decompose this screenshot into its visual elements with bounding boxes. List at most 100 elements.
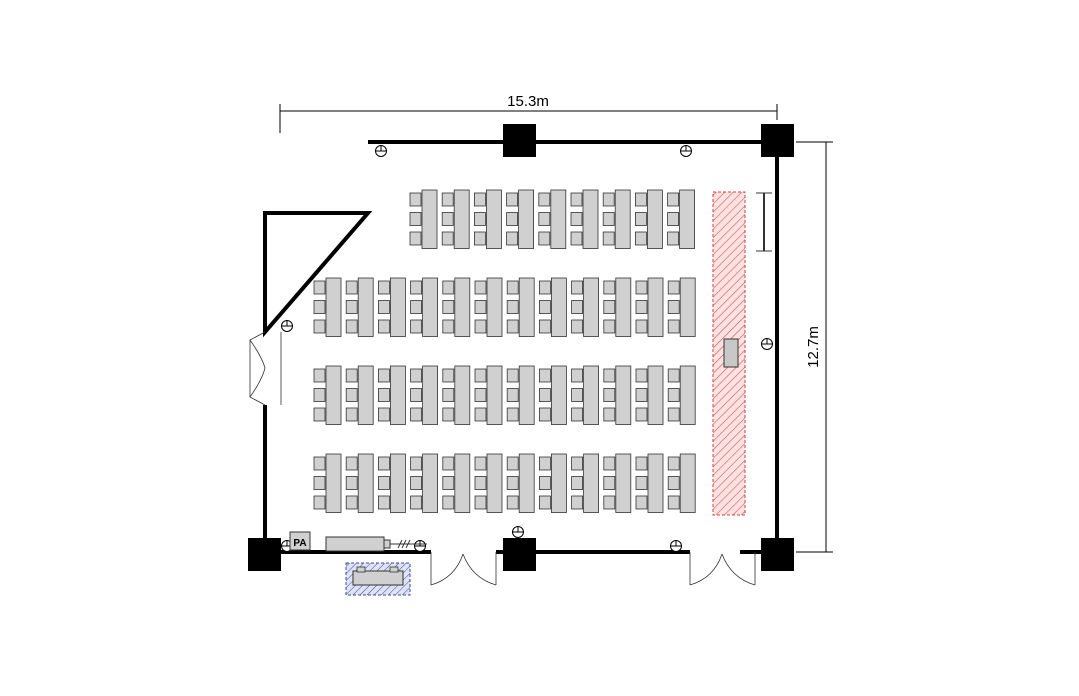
- seat-column: [377, 277, 406, 337]
- chair: [539, 495, 551, 510]
- seat-column: [667, 277, 696, 337]
- chair: [570, 192, 583, 207]
- seat-column: [635, 453, 664, 513]
- screen: [756, 192, 772, 252]
- column-bottom-left: [248, 538, 281, 571]
- control-booth: [345, 562, 411, 596]
- chair: [474, 368, 487, 383]
- power-outlet: [375, 145, 387, 157]
- chair: [506, 319, 519, 334]
- power-outlet: [680, 145, 692, 157]
- seat-column: [506, 453, 535, 513]
- door-bottom-center[interactable]: [430, 552, 497, 586]
- desk: [422, 365, 439, 425]
- chair: [571, 280, 583, 295]
- chair: [539, 388, 551, 402]
- seat-column: [377, 453, 406, 513]
- desk: [486, 453, 503, 513]
- desk: [551, 453, 567, 513]
- chair: [635, 192, 647, 207]
- chair: [539, 280, 551, 295]
- chair: [667, 456, 680, 471]
- desk: [389, 453, 406, 513]
- chair: [667, 319, 680, 334]
- seat-column: [635, 277, 664, 337]
- chair: [603, 456, 616, 471]
- chair: [538, 231, 551, 246]
- chair: [313, 456, 326, 471]
- row-block-3: [313, 365, 696, 425]
- desk: [647, 277, 664, 337]
- chair: [506, 495, 519, 510]
- chair: [603, 476, 616, 490]
- chair: [667, 231, 679, 246]
- desk: [582, 189, 599, 249]
- chair: [474, 319, 487, 334]
- chair: [506, 456, 519, 471]
- chair: [313, 368, 326, 383]
- chair: [506, 212, 519, 226]
- chair: [345, 495, 358, 510]
- desk: [647, 453, 664, 513]
- chair: [571, 476, 583, 490]
- column-top-center: [503, 124, 536, 157]
- seat-column: [474, 365, 503, 425]
- chair: [571, 495, 583, 510]
- seating-area: [313, 189, 696, 513]
- chair: [410, 456, 423, 471]
- chair: [473, 192, 486, 207]
- chair: [667, 280, 680, 295]
- chair: [474, 280, 487, 295]
- desk: [454, 277, 471, 337]
- chair: [667, 212, 679, 226]
- desk: [679, 277, 696, 337]
- desk: [647, 189, 663, 249]
- seat-column: [635, 189, 663, 249]
- chair: [473, 212, 486, 226]
- chair: [571, 319, 583, 334]
- desk: [679, 189, 695, 249]
- chair: [603, 280, 616, 295]
- chair: [506, 407, 519, 422]
- chair: [635, 476, 648, 490]
- chair: [377, 388, 390, 402]
- chair: [442, 476, 455, 490]
- chair: [313, 300, 326, 314]
- chair: [410, 280, 423, 295]
- chair: [635, 280, 648, 295]
- chair: [377, 407, 390, 422]
- seat-column: [409, 189, 438, 249]
- desk: [615, 365, 632, 425]
- seat-column: [345, 277, 374, 337]
- row-block-4: [313, 453, 696, 513]
- chair: [506, 231, 519, 246]
- chair: [635, 495, 648, 510]
- seat-column: [506, 277, 535, 337]
- power-outlet: [761, 338, 773, 350]
- chair: [570, 231, 583, 246]
- chair: [538, 212, 551, 226]
- chair: [539, 456, 551, 471]
- seat-column: [570, 189, 599, 249]
- chair: [506, 280, 519, 295]
- desk: [454, 365, 471, 425]
- chair: [539, 407, 551, 422]
- power-outlet: [414, 540, 426, 552]
- chair: [667, 495, 680, 510]
- desk: [583, 277, 599, 337]
- side-counter: [325, 536, 427, 552]
- chair: [667, 476, 680, 490]
- chair: [441, 212, 454, 226]
- chair: [635, 212, 647, 226]
- seat-column: [506, 365, 535, 425]
- chair: [377, 495, 390, 510]
- chair: [474, 300, 487, 314]
- chair: [377, 280, 390, 295]
- desk: [583, 453, 599, 513]
- door-left[interactable]: [249, 331, 282, 406]
- chair: [473, 231, 486, 246]
- desk: [485, 189, 502, 249]
- chair: [442, 388, 455, 402]
- chair: [410, 495, 423, 510]
- door-bottom-right[interactable]: [689, 552, 756, 586]
